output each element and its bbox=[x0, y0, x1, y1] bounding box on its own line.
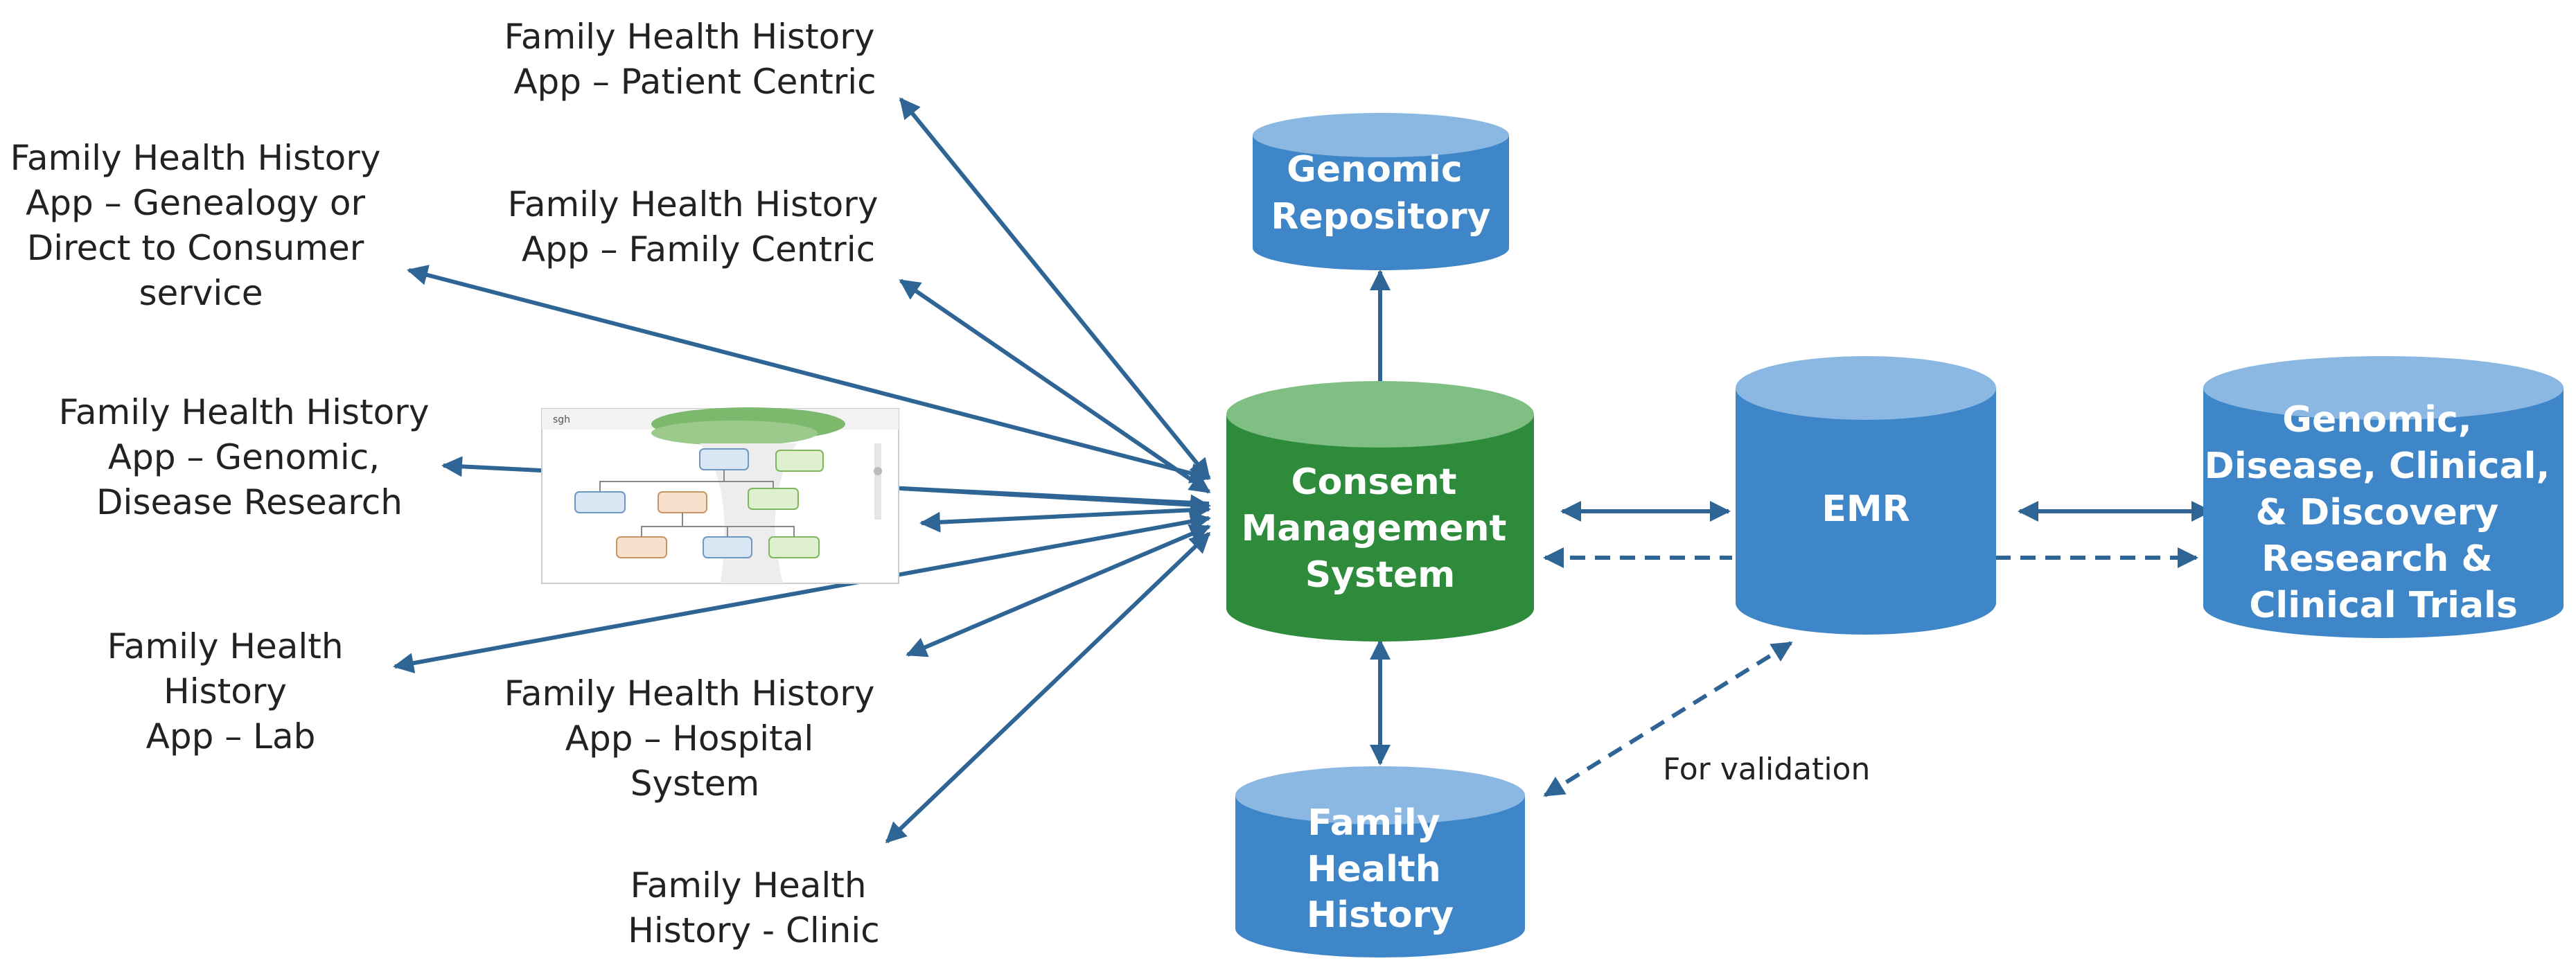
consent-line-2: Management bbox=[1242, 508, 1507, 549]
consent-line-1: Consent bbox=[1291, 461, 1456, 503]
research-line-1: Genomic, bbox=[2282, 399, 2471, 441]
app-label-hospital: Family Health History App – Hospital Sys… bbox=[504, 673, 886, 804]
fhh-line-1: Family bbox=[1307, 802, 1440, 844]
research-line-5: Clinical Trials bbox=[2249, 585, 2518, 626]
family-health-history-db: Family Health History bbox=[1235, 766, 1525, 957]
app-label-lab: Family Health History App – Lab bbox=[107, 626, 355, 757]
research-line-2: Disease, Clinical, bbox=[2205, 445, 2550, 487]
svg-text:Consent Management: Consent Management System bbox=[1242, 461, 1519, 596]
genomic-repository-line-1: Genomic bbox=[1287, 149, 1463, 191]
fhh-line-3: History bbox=[1307, 894, 1454, 936]
app-label-patient-centric: Family Health History App – Patient Cent… bbox=[504, 17, 886, 102]
arrow-screenshot-top bbox=[900, 486, 1211, 515]
svg-text:Genomic Repository: Genomic Repository bbox=[1271, 149, 1490, 238]
arrow-patient-centric bbox=[899, 97, 1211, 480]
svg-text:Family Health Hist: Family Health History bbox=[1307, 802, 1454, 936]
emr-label: EMR bbox=[1821, 488, 1909, 530]
research-db: Genomic, Disease, Clinical, & Discovery … bbox=[2203, 356, 2564, 638]
app-label-genomic-research: Family Health History App – Genomic, Dis… bbox=[59, 392, 441, 522]
consent-management-db: Consent Management System bbox=[1226, 381, 1534, 642]
genomic-repository-line-2: Repository bbox=[1271, 196, 1490, 238]
arrow-screenshot-bottom bbox=[919, 500, 1211, 533]
research-line-3: & Discovery bbox=[2256, 492, 2499, 533]
fhh-line-2: Health bbox=[1307, 849, 1441, 890]
app-label-family-centric: Family Health History App – Family Centr… bbox=[508, 184, 890, 269]
pedigree-app-screenshot: sgh bbox=[541, 407, 899, 584]
connector-arrows bbox=[393, 97, 2212, 844]
arrow-family-centric bbox=[899, 279, 1211, 494]
consent-line-3: System bbox=[1305, 554, 1456, 596]
emr-db: EMR bbox=[1736, 356, 1996, 635]
arrow-clinic bbox=[885, 531, 1211, 844]
research-line-4: Research & bbox=[2261, 538, 2493, 580]
genomic-repository-db: Genomic Repository bbox=[1253, 113, 1509, 270]
svg-text:Genomic, Disease, Clinic: Genomic, Disease, Clinical, & Discovery … bbox=[2205, 399, 2563, 626]
svg-text:sgh: sgh bbox=[553, 414, 570, 425]
app-label-genealogy: Family Health History App – Genealogy or… bbox=[10, 138, 392, 313]
validation-label: For validation bbox=[1663, 752, 1870, 787]
app-label-clinic: Family Health History - Clinic bbox=[628, 865, 879, 951]
